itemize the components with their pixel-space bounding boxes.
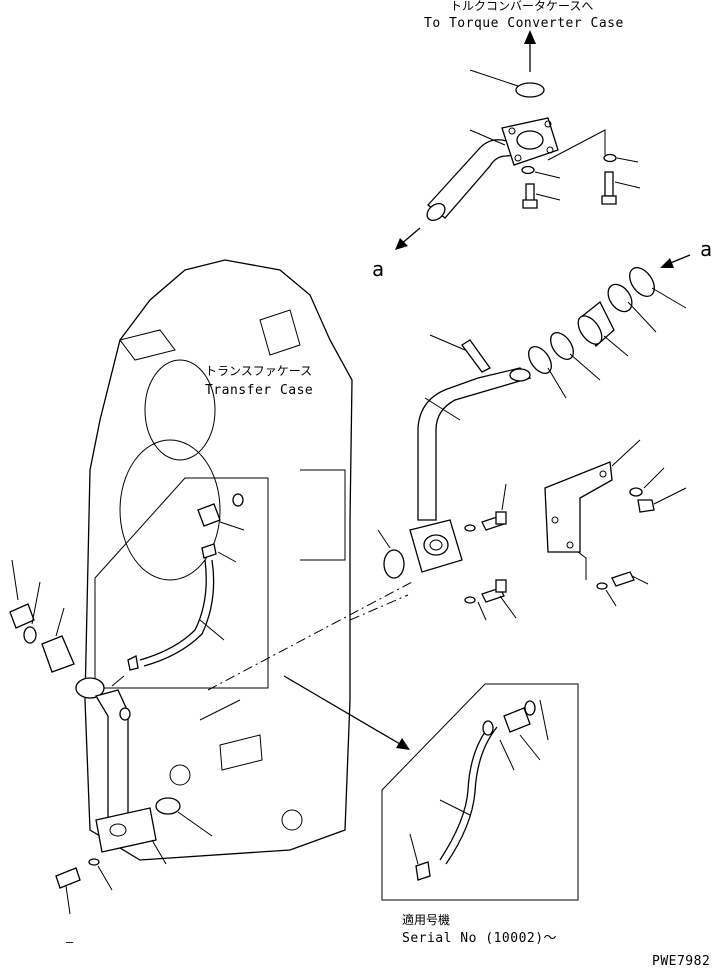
washer-bracket [629,487,643,497]
detail-inset-box-serial [381,683,579,901]
washer-top-left [521,165,535,175]
o-ring-left [155,797,181,815]
bolt-top-left [522,183,538,209]
ref-a-right: a [700,237,712,261]
nut-bracket [637,499,655,513]
ref-arrow-left: a [372,227,421,281]
connection-line-2 [349,594,409,621]
transfer-case-label: トランスファケース Transfer Case [205,364,313,398]
o-ring-top [515,82,545,98]
detail-inset-box-left [94,477,269,689]
upper-pipe-with-flange [426,117,559,222]
bolt-bracket-low [596,571,649,607]
bolt-top-right [601,171,617,205]
bracket-right [544,439,641,580]
connection-line-1 [207,581,413,691]
detail-arrow [283,675,410,750]
transfer-label-en: Transfer Case [205,383,313,398]
filler-pipe [75,675,157,853]
ref-arrow-right: a [660,237,712,268]
ref-a-left: a [372,257,384,281]
bolt-pipe-top [429,334,491,373]
filler-cap-assembly [9,559,75,673]
torque-label-en: To Torque Converter Case [424,16,624,31]
blank-ref: – [66,935,74,949]
serial-label-en: Serial No (10002)～ [402,931,557,946]
drawing-code: PWE7982 [652,954,710,969]
torque-converter-label: トルクコンバータケースへ To Torque Converter Case [424,0,624,31]
bolt-left [55,858,113,915]
o-ring-middle [383,549,405,579]
transfer-case [84,259,353,861]
hose-clamp-chain [528,267,655,374]
serial-label-jp: 適用号機 [402,912,450,927]
bolt-middle-2 [464,579,517,621]
torque-arrow-up [524,30,536,72]
serial-label: 適用号機 Serial No (10002)～ [402,912,557,946]
transfer-label-jp: トランスファケース [205,364,312,378]
bolt-middle-1 [464,483,507,532]
middle-pipe [409,367,532,573]
washer-top-right [603,153,617,163]
torque-label-jp: トルクコンバータケースへ [450,0,593,13]
